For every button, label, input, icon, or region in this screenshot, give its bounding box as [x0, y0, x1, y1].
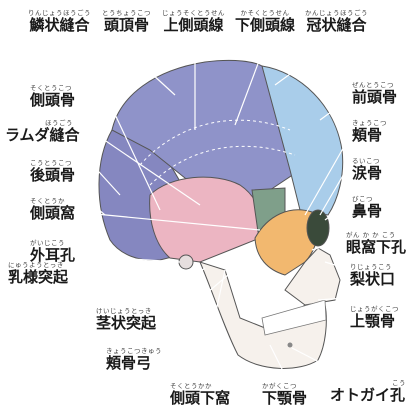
- ruby: ほうごう: [45, 119, 73, 127]
- ruby: きょうこつ: [352, 119, 387, 127]
- ruby: こう: [392, 379, 406, 387]
- orbit: [306, 209, 330, 247]
- label-inferior-temporal-line: かそくとうせん 下側頭線: [235, 10, 295, 33]
- label-zygomatic-arch: きょうこつきゅう 頬骨弓: [106, 348, 162, 371]
- ruby: りんじょうほうごう: [28, 9, 91, 17]
- label-text: 梨状口: [350, 269, 396, 288]
- label-lacrimal-bone: るいこつ 涙骨: [352, 158, 382, 181]
- label-styloid-process: けいじょうとっき 茎状突起: [96, 308, 156, 331]
- label-lambda-suture: ほうごう ラムダ縫合: [5, 120, 80, 143]
- ruby: じょうそくとうせん: [162, 9, 225, 17]
- ruby: ぜんとうこつ: [352, 81, 394, 89]
- ruby: かがくこつ: [262, 382, 297, 390]
- ruby: けいじょうとっき: [96, 307, 152, 315]
- label-text: 鱗状縫合: [29, 15, 90, 34]
- label-text: 乳様突起: [8, 267, 69, 286]
- label-external-acoustic-meatus: がいじこう 外耳孔: [30, 240, 75, 263]
- ruby: がん か か こう: [346, 231, 396, 239]
- label-text: 側頭窩: [30, 203, 76, 222]
- ruby: にゅうようとっき: [8, 261, 64, 269]
- label-infraorbital-foramen: がん か か こう 眼窩下孔: [346, 232, 406, 255]
- label-text: 眼窩下孔: [346, 237, 407, 256]
- label-text: 前頭骨: [352, 87, 398, 106]
- label-text: 茎状突起: [96, 313, 157, 332]
- label-text: 後頭骨: [30, 165, 76, 184]
- label-text: 側頭下窩: [170, 388, 231, 407]
- label-lambdoid-suture: りんじょうほうごう 鱗状縫合: [28, 10, 91, 33]
- teeth: [261, 299, 327, 336]
- label-parietal-bone: とうちょうこつ 頭頂骨: [102, 10, 151, 33]
- label-text: 頭頂骨: [103, 15, 149, 34]
- label-maxilla: じょうがくこつ 上顎骨: [350, 306, 399, 329]
- ruby: びこつ: [352, 195, 373, 203]
- label-text: オトガイ孔: [330, 385, 406, 404]
- label-temporal-bone: そくとうこつ 側頭骨: [30, 85, 75, 108]
- label-temporal-fossa: そくとうか 側頭窩: [30, 198, 75, 221]
- label-text: 頬骨: [352, 125, 383, 144]
- ruby: とうちょうこつ: [102, 9, 151, 17]
- label-text: ラムダ縫合: [5, 125, 80, 144]
- label-text: 外耳孔: [30, 245, 76, 264]
- mental-foramen-dot: [287, 342, 293, 348]
- label-coronal-suture: かんじょうほうごう 冠状縫合: [305, 10, 368, 33]
- ruby: かそくとうせん: [240, 9, 290, 17]
- ruby: そくとうか: [30, 197, 65, 205]
- leader-lines: [64, 39, 351, 386]
- label-text: 頬骨弓: [106, 353, 152, 372]
- label-mastoid-process: にゅうようとっき 乳様突起: [8, 262, 68, 285]
- label-text: 上側頭線: [163, 15, 224, 34]
- ruby: こうとうこつ: [30, 159, 72, 167]
- label-text: 下顎骨: [262, 388, 308, 407]
- label-text: 上顎骨: [350, 311, 396, 330]
- label-frontal-bone: ぜんとうこつ 前頭骨: [352, 82, 397, 105]
- label-mandible: かがくこつ 下顎骨: [262, 383, 307, 406]
- label-mental-foramen: こう オトガイ孔: [330, 380, 406, 403]
- label-text: 涙骨: [352, 163, 383, 182]
- label-text: 鼻骨: [352, 201, 383, 220]
- ear-canal: [178, 254, 194, 270]
- ruby: そくとうかか: [170, 382, 212, 390]
- label-piriform-aperture: りじょうこう 梨状口: [350, 264, 395, 287]
- label-zygomatic-bone: きょうこつ 頬骨: [352, 120, 387, 143]
- label-text: 冠状縫合: [306, 15, 367, 34]
- label-nasal-bone: びこつ 鼻骨: [352, 196, 382, 219]
- ruby: きょうこつきゅう: [106, 347, 162, 355]
- temporal-region: [149, 176, 261, 263]
- label-superior-temporal-line: じょうそくとうせん 上側頭線: [162, 10, 225, 33]
- label-occipital-bone: こうとうこつ 後頭骨: [30, 160, 75, 183]
- ruby: じょうがくこつ: [350, 305, 399, 313]
- ruby: りじょうこう: [350, 263, 392, 271]
- ruby: そくとうこつ: [30, 84, 72, 92]
- temporal-line-dash: [139, 119, 291, 166]
- label-text: 下側頭線: [235, 15, 296, 34]
- label-text: 側頭骨: [30, 90, 76, 109]
- ruby: るいこつ: [352, 157, 380, 165]
- ruby: かんじょうほうごう: [305, 9, 368, 17]
- ruby: がいじこう: [30, 239, 65, 247]
- label-infratemporal-fossa: そくとうかか 側頭下窩: [170, 383, 230, 406]
- temporal-line-dash-2: [149, 145, 296, 186]
